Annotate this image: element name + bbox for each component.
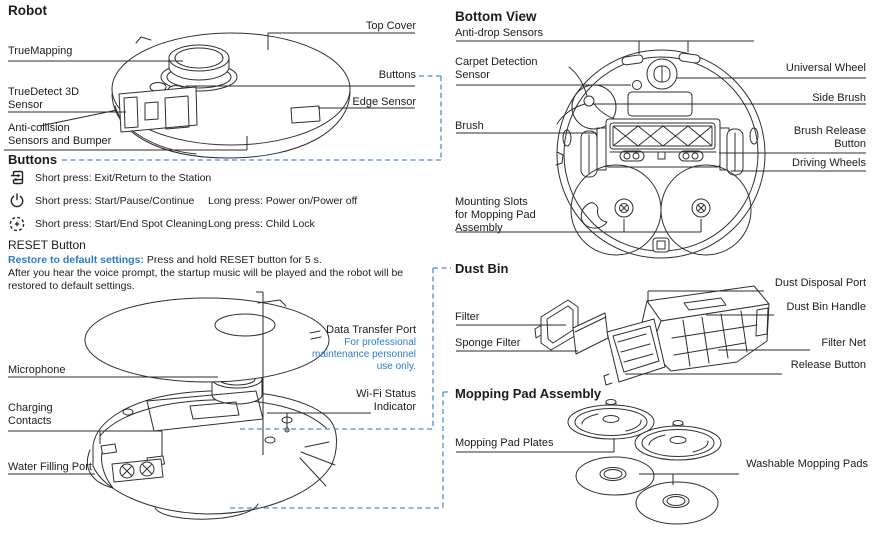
label-anti-collision-line2: Sensors and Bumper: [8, 135, 112, 147]
button-spot-short-press: Short press: Start/End Spot Cleaning: [35, 218, 208, 230]
label-brush-release-button: Brush Release: [793, 125, 866, 137]
label-anti-drop-sensors: Anti-drop Sensors: [455, 27, 544, 39]
button-row-return: Short press: Exit/Return to the Station: [8, 169, 438, 187]
reset-instructions-line3: restored to default settings.: [8, 280, 135, 292]
label-truedetect-3d-sensor-line2: Sensor: [8, 99, 43, 111]
mopping-pad-assembly-heading: Mopping Pad Assembly: [455, 386, 602, 401]
reset-instructions-line2: After you hear the voice prompt, the sta…: [8, 267, 404, 279]
label-mounting-slots-line2: for Mopping Pad: [455, 209, 536, 221]
label-wifi-status-line2: Indicator: [373, 401, 416, 413]
button-row-power: Short press: Start/Pause/Continue Long p…: [8, 192, 438, 210]
reset-button-heading: RESET Button: [8, 238, 86, 252]
label-mounting-slots: Mounting Slots: [455, 196, 528, 208]
label-data-transfer-port: Data Transfer Port: [326, 324, 416, 336]
label-brush-release-button-line2: Button: [834, 138, 866, 150]
bottom-view-heading: Bottom View: [455, 9, 537, 24]
reset-lead-text: Restore to default settings:: [8, 254, 144, 266]
label-carpet-detection: Carpet Detection: [455, 56, 538, 68]
label-charging-contacts-line2: Contacts: [8, 415, 52, 427]
label-charging-contacts: Charging: [8, 402, 53, 414]
button-power-long-press: Long press: Power on/Power off: [208, 195, 358, 207]
button-row-spot-cleaning: Short press: Start/End Spot Cleaning Lon…: [8, 215, 438, 233]
button-spot-long-press: Long press: Child Lock: [208, 218, 315, 230]
mopping-pad-art: [567, 399, 722, 525]
label-filter: Filter: [455, 311, 480, 323]
label-washable-mopping-pads: Washable Mopping Pads: [746, 458, 868, 470]
power-icon: [10, 193, 24, 208]
label-anti-collision: Anti-collision: [8, 122, 70, 134]
label-brush: Brush: [455, 120, 484, 132]
label-driving-wheels: Driving Wheels: [792, 157, 866, 169]
label-release-button: Release Button: [790, 359, 866, 371]
label-edge-sensor: Edge Sensor: [352, 96, 416, 108]
data-transfer-note-line2: maintenance personnel: [312, 349, 416, 360]
reset-lead-rest: Press and hold RESET button for 5 s.: [143, 254, 322, 266]
robot-section-heading: Robot: [8, 3, 47, 18]
data-transfer-note-line1: For professional: [344, 337, 416, 348]
label-dust-bin-handle: Dust Bin Handle: [786, 301, 867, 313]
label-truemapping: TrueMapping: [8, 45, 73, 57]
label-truedetect-3d-sensor: TrueDetect 3D: [8, 86, 80, 98]
dashed-connectors: [62, 75, 451, 509]
label-filter-net: Filter Net: [821, 337, 866, 349]
label-mounting-slots-line3: Assembly: [455, 222, 503, 234]
data-transfer-note-line3: use only.: [376, 361, 416, 372]
label-sponge-filter: Sponge Filter: [455, 337, 521, 349]
label-buttons-callout: Buttons: [378, 69, 416, 81]
reset-instructions-line1: Restore to default settings: Press and h…: [8, 254, 322, 267]
label-water-filling-port: Water Filling Port: [8, 461, 92, 473]
button-power-short-press: Short press: Start/Pause/Continue: [35, 195, 195, 207]
leader-lines: [4, 32, 866, 485]
label-universal-wheel: Universal Wheel: [785, 62, 866, 74]
dust-bin-heading: Dust Bin: [455, 261, 509, 276]
label-wifi-status: Wi-Fi Status: [356, 388, 416, 400]
label-top-cover: Top Cover: [365, 20, 416, 32]
dust-bin-art: [534, 285, 770, 386]
robot-bottom-view-art: [555, 49, 766, 259]
label-microphone: Microphone: [8, 364, 66, 376]
buttons-section-heading: Buttons: [8, 152, 58, 167]
label-dust-disposal-port: Dust Disposal Port: [774, 277, 866, 289]
spot-cleaning-icon: [9, 216, 25, 232]
label-mopping-pad-plates: Mopping Pad Plates: [455, 437, 554, 449]
label-side-brush: Side Brush: [812, 92, 866, 104]
return-to-station-icon: [11, 170, 24, 185]
label-carpet-detection-line2: Sensor: [455, 69, 490, 81]
robot-side-view-art: [84, 297, 337, 520]
button-return-short-press: Short press: Exit/Return to the Station: [35, 172, 212, 184]
